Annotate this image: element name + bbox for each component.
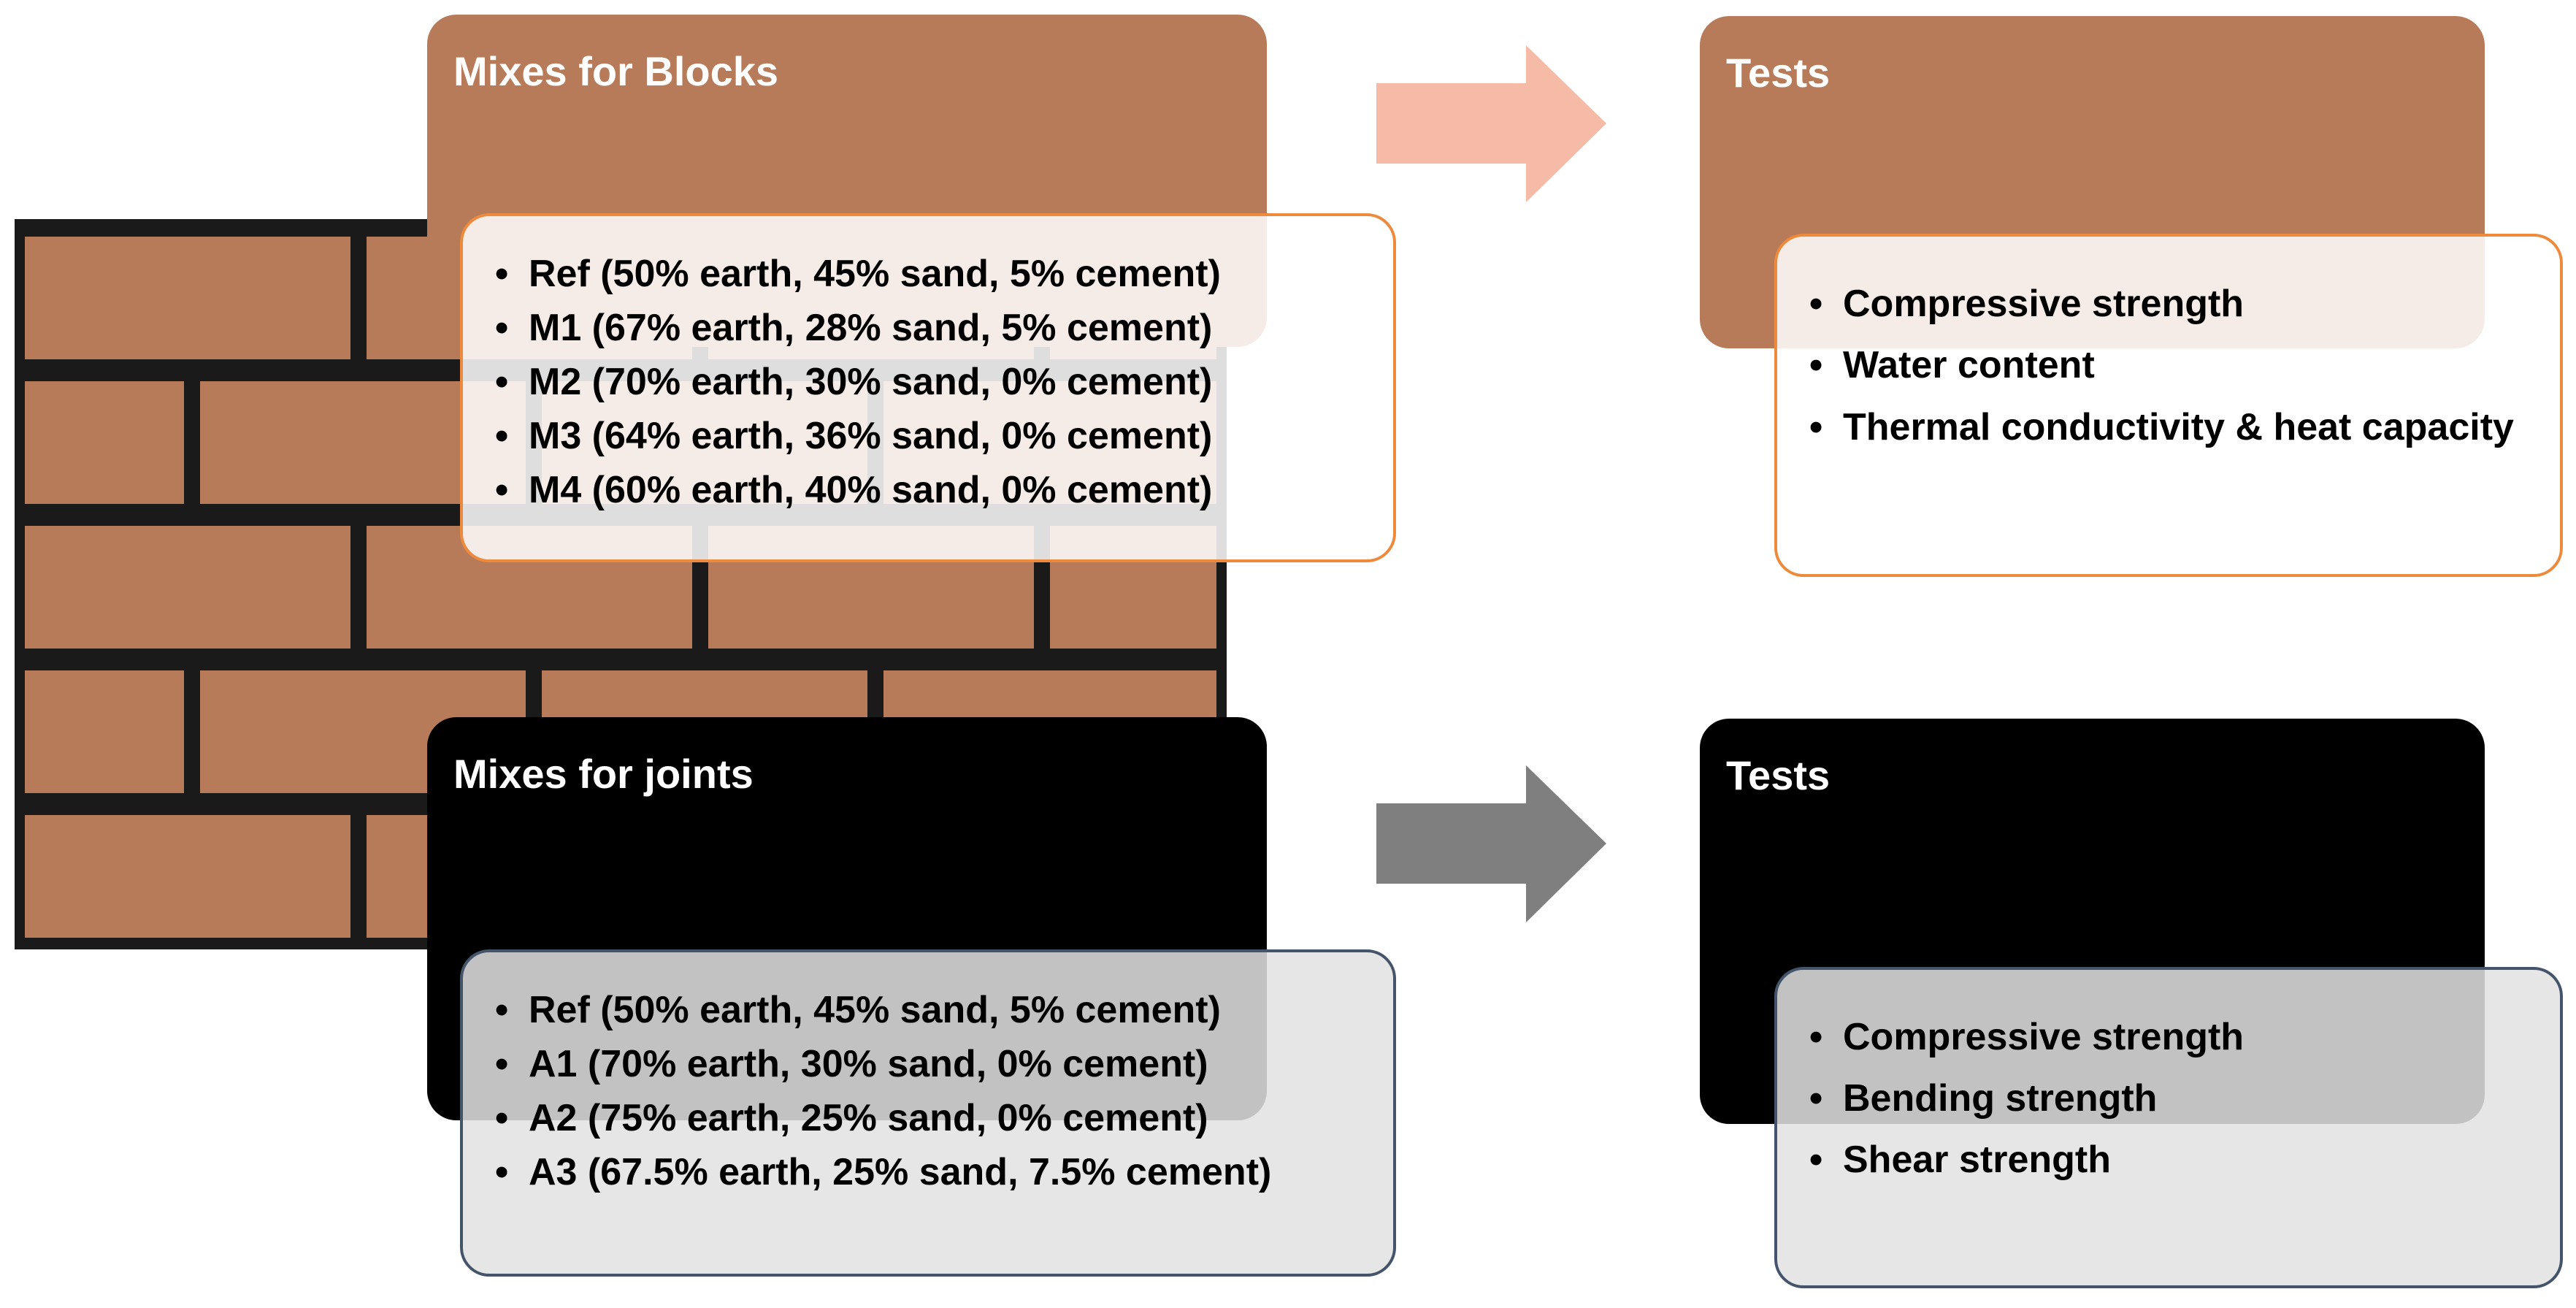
list-item: •Bending strength (1809, 1077, 2158, 1120)
right-arrow-icon (1376, 765, 1606, 922)
right-arrow-icon (1376, 45, 1606, 202)
list-item: •A2 (75% earth, 25% sand, 0% cement) (495, 1097, 1208, 1139)
list-item: •Thermal conductivity & heat capacity (1809, 406, 2514, 448)
list-item: •M3 (64% earth, 36% sand, 0% cement) (495, 415, 1213, 457)
list-item: •Ref (50% earth, 45% sand, 5% cement) (495, 253, 1221, 295)
blocks-title: Mixes for Blocks (453, 48, 779, 94)
list-item: •A3 (67.5% earth, 25% sand, 7.5% cement) (495, 1151, 1272, 1193)
list-item: •M1 (67% earth, 28% sand, 5% cement) (495, 307, 1213, 349)
block-tests-content-box: •Compressive strength •Water content •Th… (1774, 234, 2563, 577)
joints-content-box: •Ref (50% earth, 45% sand, 5% cement) •A… (460, 949, 1396, 1277)
list-item: •Compressive strength (1809, 1016, 2245, 1058)
joint-tests-content-box: •Compressive strength •Bending strength … (1774, 967, 2563, 1288)
list-item: •Water content (1809, 344, 2095, 386)
block-tests-list: •Compressive strength •Water content •Th… (1806, 273, 2531, 454)
joints-list: •Ref (50% earth, 45% sand, 5% cement) •A… (492, 983, 1364, 1199)
blocks-content-box: •Ref (50% earth, 45% sand, 5% cement) •M… (460, 213, 1396, 562)
block-tests-title: Tests (1726, 50, 1831, 96)
blocks-list: •Ref (50% earth, 45% sand, 5% cement) •M… (492, 247, 1364, 517)
list-item: •Compressive strength (1809, 283, 2245, 325)
joints-title: Mixes for joints (453, 751, 754, 797)
list-item: •A1 (70% earth, 30% sand, 0% cement) (495, 1043, 1208, 1085)
joint-tests-list: •Compressive strength •Bending strength … (1806, 1006, 2531, 1190)
list-item: •Shear strength (1809, 1139, 2111, 1181)
joint-tests-title: Tests (1726, 752, 1831, 798)
list-item: •Ref (50% earth, 45% sand, 5% cement) (495, 989, 1221, 1031)
list-item: •M2 (70% earth, 30% sand, 0% cement) (495, 361, 1213, 403)
list-item: •M4 (60% earth, 40% sand, 0% cement) (495, 469, 1213, 511)
